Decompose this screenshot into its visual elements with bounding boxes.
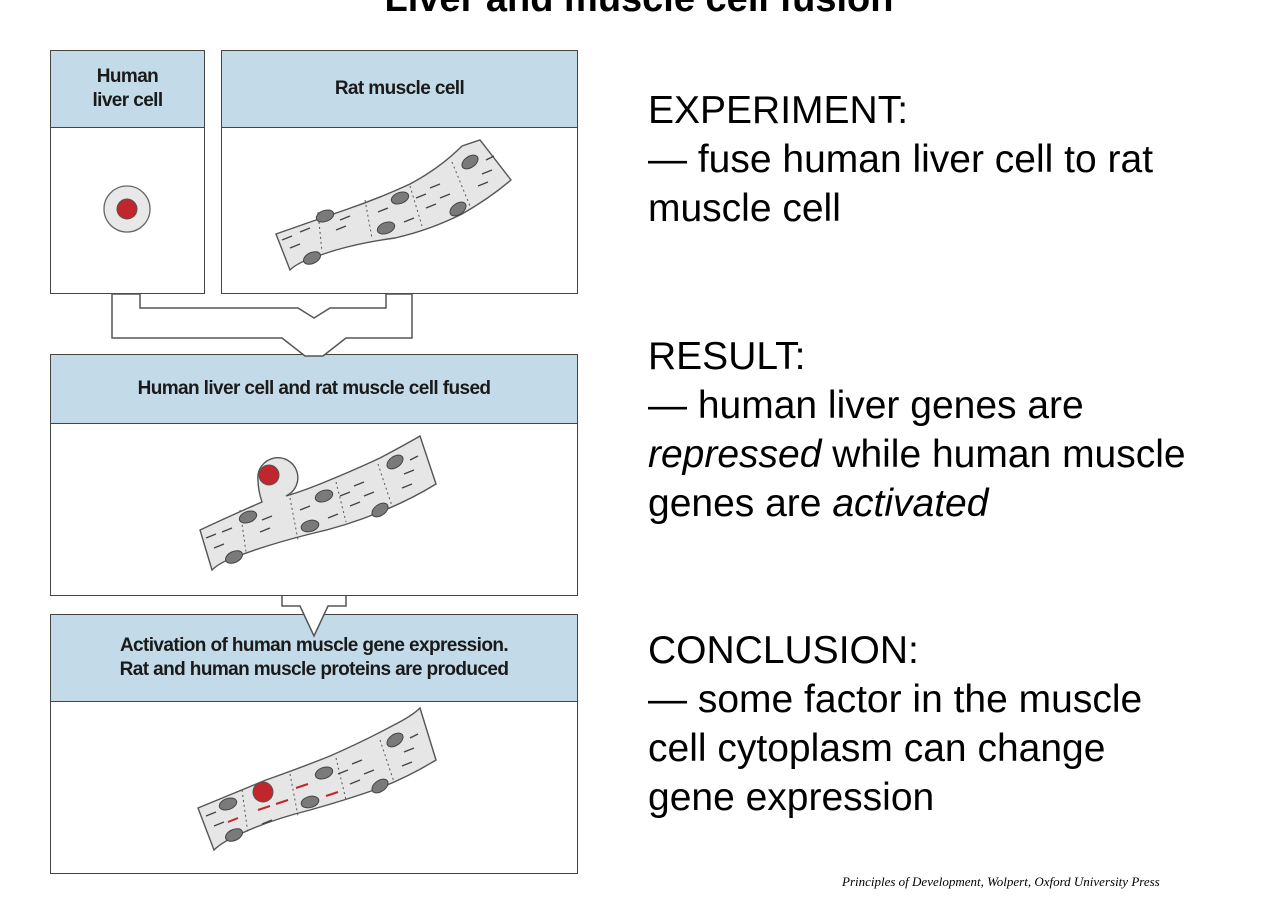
result-emphasis: activated (832, 482, 989, 525)
result-line: repressed while human muscle (648, 430, 1186, 479)
result-line: — human liver genes are (648, 384, 1084, 427)
fused-cell (199, 434, 437, 572)
result-text: genes are (648, 482, 833, 525)
activated-muscle-cell (197, 706, 437, 852)
conclusion-line: gene expression (648, 776, 935, 819)
conclusion-heading: CONCLUSION: (648, 629, 919, 672)
slide-title: Liver and muscle cell fusion (0, 0, 1278, 21)
panel-header: Rat muscle cell (222, 51, 577, 128)
red-nucleus (116, 198, 138, 220)
panel-header: Human liver cell (51, 51, 204, 128)
red-nucleus (252, 781, 274, 803)
experiment-block: EXPERIMENT: — fuse human liver cell to r… (648, 86, 1153, 233)
down-arrow (281, 596, 347, 638)
conclusion-block: CONCLUSION: — some factor in the muscle … (648, 626, 1142, 822)
panel-label: Human liver cell (92, 66, 163, 111)
conclusion-line: — some factor in the muscle (648, 678, 1143, 721)
panel-fused: Human liver cell and rat muscle cell fus… (50, 354, 578, 596)
panel-human-liver-cell: Human liver cell (50, 50, 205, 294)
experiment-line: — fuse human liver cell to rat (648, 138, 1154, 181)
liver-cell (103, 185, 151, 233)
merge-connector (111, 293, 413, 357)
panel-header: Human liver cell and rat muscle cell fus… (51, 355, 577, 424)
result-line: genes are activated (648, 479, 1186, 528)
panel-label: Human liver cell and rat muscle cell fus… (137, 378, 491, 399)
experiment-line: muscle cell (648, 187, 841, 230)
diagram-artwork (103, 139, 512, 852)
result-text: while human muscle (821, 433, 1186, 476)
rat-muscle-cell (275, 139, 512, 272)
conclusion-line: cell cytoplasm can change (648, 727, 1106, 770)
panel-rat-muscle-cell: Rat muscle cell (221, 50, 578, 294)
panel-label: Activation of human muscle gene expressi… (119, 635, 509, 680)
panel-label: Rat muscle cell (334, 78, 465, 99)
red-nucleus (258, 464, 280, 486)
experiment-heading: EXPERIMENT: (648, 89, 909, 132)
result-block: RESULT: — human liver genes are represse… (648, 332, 1186, 528)
result-emphasis: repressed (648, 433, 822, 476)
result-heading: RESULT: (648, 335, 806, 378)
citation: Principles of Development, Wolpert, Oxfo… (842, 874, 1160, 889)
